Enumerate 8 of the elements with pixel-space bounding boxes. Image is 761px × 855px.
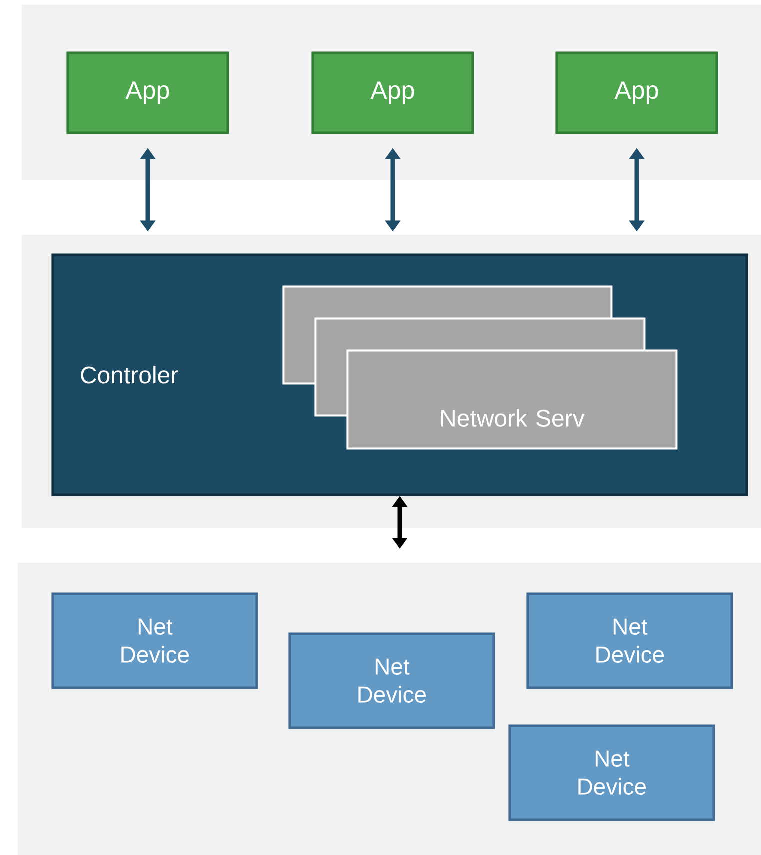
service-box: Network Serv [346,350,678,450]
app-box: App [556,52,718,134]
device-box: Net Device [52,592,258,690]
device-box: Net Device [526,592,734,690]
app-box: App [312,52,474,134]
device-box: Net Device [288,632,496,730]
app-box: App [66,52,230,134]
device-box: Net Device [508,724,716,822]
